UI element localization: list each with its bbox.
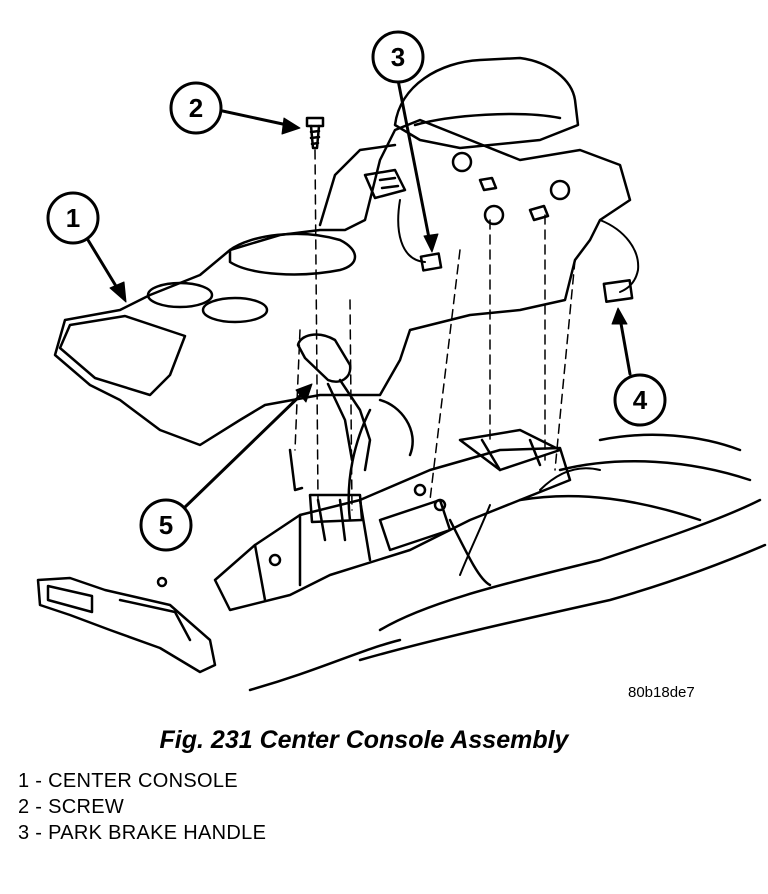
callout-numbers: 1 2 3 4 5 (66, 42, 648, 540)
callout-2-circle (169, 81, 223, 135)
wiring-harness (397, 199, 640, 576)
callout-arrowheads (109, 117, 628, 403)
figure-code: 80b18de7 (628, 684, 695, 701)
legend-item: 3 - PARK BRAKE HANDLE (18, 822, 267, 844)
screw (305, 116, 325, 150)
figure-title: Fig. 231 Center Console Assembly (159, 726, 569, 754)
callout-5-number: 5 (159, 510, 173, 540)
callout-1-circle (46, 191, 100, 245)
callout-3-circle (371, 30, 425, 84)
legend-item: 1 - CENTER CONSOLE (18, 770, 238, 792)
armrest-lid (393, 56, 580, 226)
callout-1-number: 1 (66, 203, 80, 233)
legend-item: 2 - SCREW (18, 796, 125, 818)
legend: 1 - CENTER CONSOLE 2 - SCREW 3 - PARK BR… (18, 768, 266, 846)
callout-circles (46, 30, 667, 552)
center-console (53, 118, 632, 447)
callout-3-number: 3 (391, 42, 405, 72)
callout-5-leader (180, 388, 308, 512)
callout-2-leader (216, 108, 294, 128)
callout-2-number: 2 (189, 93, 203, 123)
callout-4-circle (613, 373, 667, 427)
callout-3-leader (396, 78, 432, 245)
callout-leaders (86, 78, 632, 512)
floor-bracket (36, 576, 217, 674)
park-brake-handle (296, 333, 372, 472)
console-base-mechanism (213, 398, 572, 612)
callout-4-leader (618, 316, 632, 376)
wiring-connector (419, 252, 634, 303)
floor-pan (248, 433, 767, 692)
alignment-lines (294, 149, 576, 511)
center-console-assembly-illustration: 1 2 3 4 5 (36, 30, 767, 692)
callout-5-circle (139, 498, 193, 552)
callout-4-number: 4 (633, 385, 648, 415)
